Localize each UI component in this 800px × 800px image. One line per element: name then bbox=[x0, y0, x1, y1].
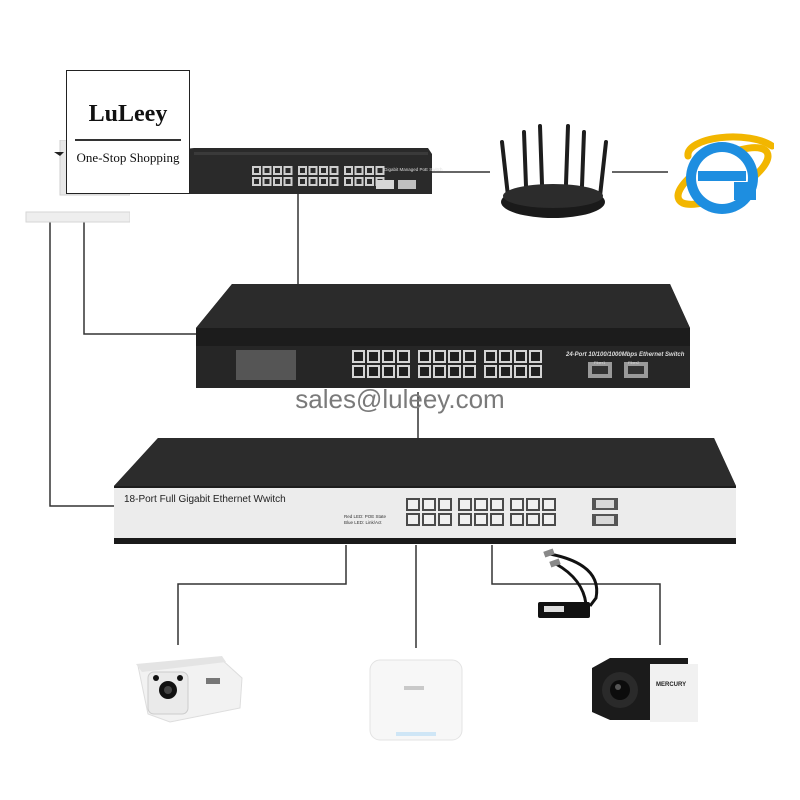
access-point-icon bbox=[369, 659, 463, 741]
internet bbox=[668, 126, 776, 224]
middle-switch: 24-Port 10/100/1000Mbps Ethernet Switch … bbox=[196, 284, 690, 394]
top-switch-graphic bbox=[140, 148, 432, 194]
access-point bbox=[368, 658, 464, 744]
camera-left bbox=[130, 648, 250, 728]
top-switch-label: Gigabit Managed PoE Switch bbox=[384, 167, 443, 172]
poe-splitter-icon bbox=[538, 548, 599, 618]
led-note-poe: Red LED: POE State bbox=[344, 514, 387, 519]
camera-right: MERCURY bbox=[590, 650, 700, 730]
top-switch: Gigabit Managed PoE Switch bbox=[140, 148, 443, 194]
logo-divider bbox=[75, 139, 181, 141]
middle-switch-label: 24-Port 10/100/1000Mbps Ethernet Switch bbox=[566, 352, 685, 358]
brand-tagline: One-Stop Shopping bbox=[76, 150, 180, 165]
internet-explorer-icon bbox=[674, 133, 776, 214]
middle-switch-graphic bbox=[196, 284, 690, 388]
bullet-camera-icon bbox=[136, 656, 243, 723]
led-note-link: Blue LED: Link/Act bbox=[344, 520, 382, 525]
bottom-switch-graphic bbox=[114, 438, 736, 544]
wire-bottom-to-camera-right bbox=[491, 545, 661, 645]
fiber-label-2: Fiber2 bbox=[628, 360, 640, 365]
wire-computer-to-middle bbox=[83, 222, 202, 335]
bottom-switch: 18-Port Full Gigabit Ethernet Wwitch Red… bbox=[114, 438, 736, 546]
fiber-label-1: Fiber1 bbox=[594, 360, 606, 365]
wire-bottom-to-camera-left bbox=[177, 545, 347, 645]
camera-brand: MERCURY bbox=[656, 682, 687, 688]
brand-name: LuLeey bbox=[88, 101, 168, 127]
logo-box: LuLeey One-Stop Shopping bbox=[66, 70, 190, 194]
bullet-camera-icon bbox=[592, 658, 698, 722]
wifi-router bbox=[496, 124, 610, 222]
wire-computer-to-bottom bbox=[49, 222, 116, 507]
poe-splitter bbox=[530, 548, 610, 622]
email-watermark: sales@luleey.com bbox=[295, 384, 505, 414]
bottom-switch-label: 18-Port Full Gigabit Ethernet Wwitch bbox=[124, 494, 286, 505]
wifi-router-icon bbox=[500, 124, 608, 218]
